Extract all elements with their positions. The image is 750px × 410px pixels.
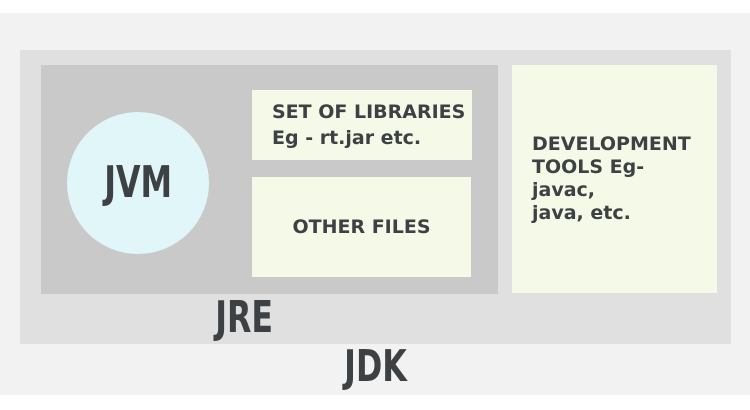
jre-label-text: JRE — [215, 292, 273, 343]
jdk-label-text: JDK — [343, 341, 407, 392]
set-of-libraries-line-2: Eg - rt.jar etc. — [272, 127, 422, 149]
jre-label: JRE — [144, 296, 344, 340]
other-files-box: OTHER FILES — [252, 177, 471, 277]
development-tools-line-1: DEVELOPMENT — [532, 133, 691, 155]
jvm-circle: JVM — [67, 112, 209, 254]
other-files-label: OTHER FILES — [292, 216, 431, 238]
jdk-label: JDK — [275, 345, 475, 389]
set-of-libraries-line-1: SET OF LIBRARIES — [272, 101, 466, 123]
development-tools-line-2: TOOLS Eg- javac, — [532, 156, 645, 201]
jvm-label: JVM — [104, 157, 172, 208]
development-tools-box: DEVELOPMENT TOOLS Eg- javac, java, etc. — [512, 65, 717, 293]
set-of-libraries-box: SET OF LIBRARIES Eg - rt.jar etc. — [252, 90, 472, 160]
development-tools-line-3: java, etc. — [532, 202, 631, 224]
